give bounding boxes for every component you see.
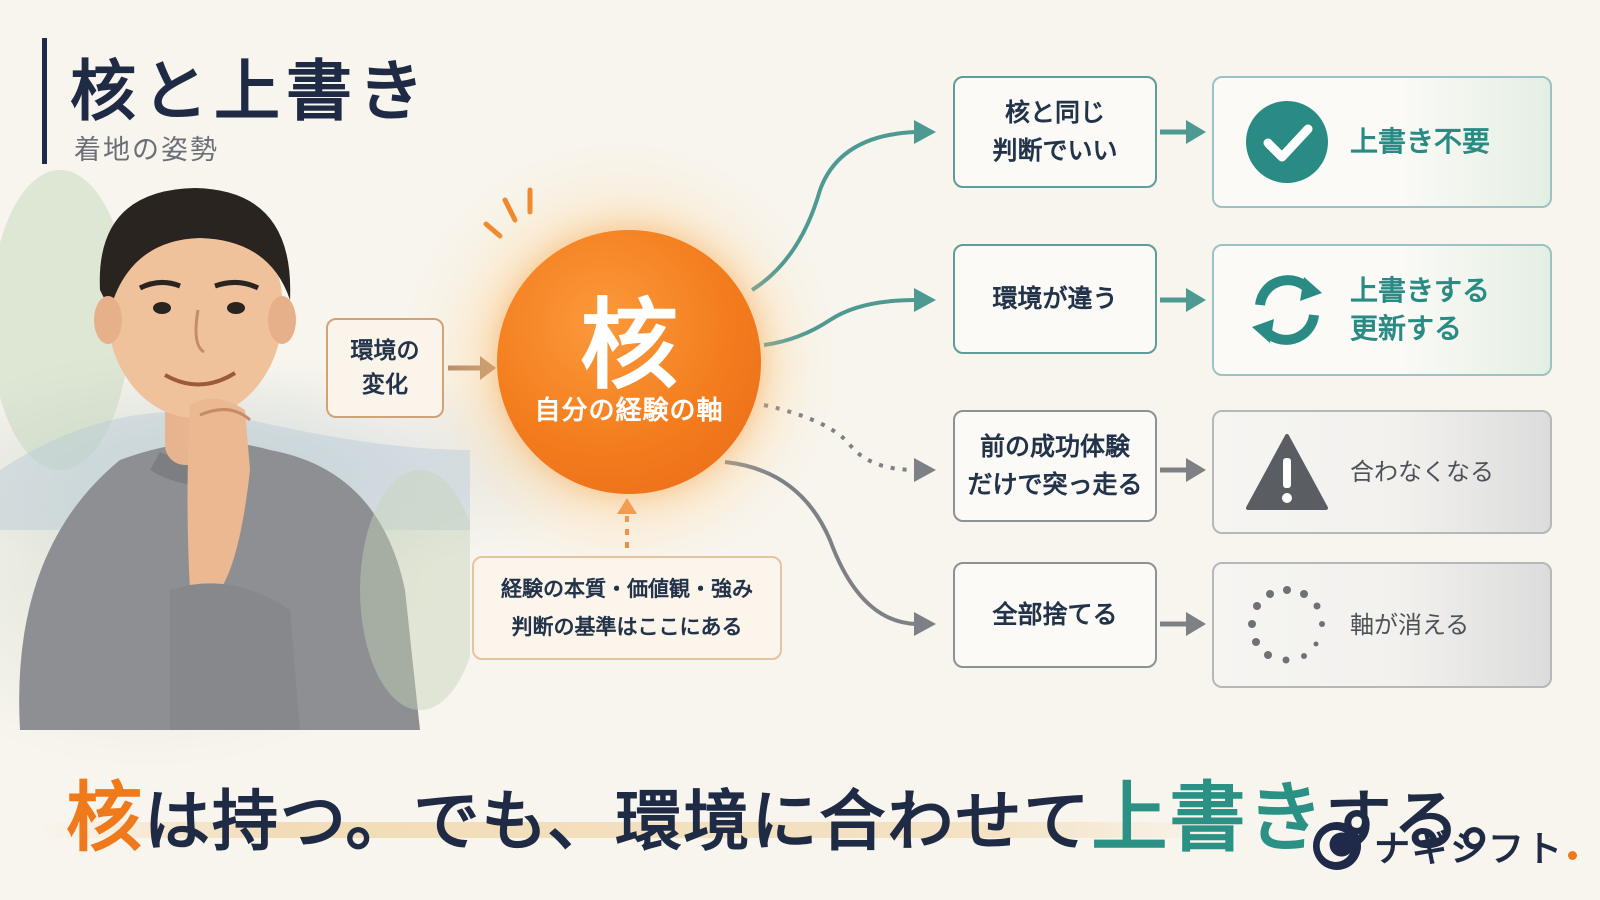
thinking-man-illustration	[0, 170, 470, 730]
brand-logo: ナギシフト	[1312, 820, 1578, 872]
option-discard-everything: 全部捨てる	[953, 562, 1157, 668]
environment-change-box: 環境の 変化	[326, 318, 444, 418]
result-overwrite-update: 上書きする 更新する	[1212, 244, 1552, 376]
dissolving-circle-icon	[1242, 580, 1332, 670]
essence-line-2: 判断の基準はここにある	[511, 615, 743, 639]
core-label: 自分の経験の軸	[534, 396, 724, 426]
result-label: 合わなくなる	[1350, 458, 1494, 486]
core-character: 核	[579, 289, 678, 403]
essence-box: 経験の本質・価値観・強み 判断の基準はここにある	[472, 556, 782, 660]
result-label: 軸が消える	[1350, 611, 1470, 639]
brand-dot	[1568, 850, 1578, 860]
check-circle-icon	[1242, 97, 1332, 187]
message-core-word: 核	[66, 773, 144, 862]
message-middle: は持つ。でも、環境に合わせて	[144, 783, 1092, 860]
result-label: 上書きする 更新する	[1350, 274, 1491, 345]
core-circle: 核 自分の経験の軸	[497, 230, 761, 494]
option-same-judgement: 核と同じ 判断でいい	[953, 76, 1157, 188]
brand-name: ナギシフト	[1374, 829, 1565, 870]
moon-logo-icon	[1313, 822, 1361, 870]
option-rush-on-past-success: 前の成功体験 だけで突っ走る	[953, 410, 1157, 522]
message-overwrite-word: 上書き	[1091, 773, 1326, 862]
arrow-core-to-option-3	[763, 403, 917, 472]
refresh-cycle-icon	[1242, 265, 1332, 355]
result-label: 上書き不要	[1350, 125, 1491, 158]
result-no-overwrite: 上書き不要	[1212, 76, 1552, 208]
page-subtitle: 着地の姿勢	[74, 135, 219, 166]
warning-triangle-icon	[1242, 427, 1332, 517]
result-mismatch: 合わなくなる	[1212, 410, 1552, 534]
message-underline	[40, 822, 1230, 838]
result-axis-disappears: 軸が消える	[1212, 562, 1552, 688]
essence-line-1: 経験の本質・価値観・強み	[501, 577, 753, 601]
option-different-environment: 環境が違う	[953, 244, 1157, 354]
page-title: 核と上書き	[70, 53, 430, 130]
title-accent-bar	[42, 38, 47, 164]
key-message: 核は持つ。でも、環境に合わせて上書きする。	[66, 756, 1529, 866]
